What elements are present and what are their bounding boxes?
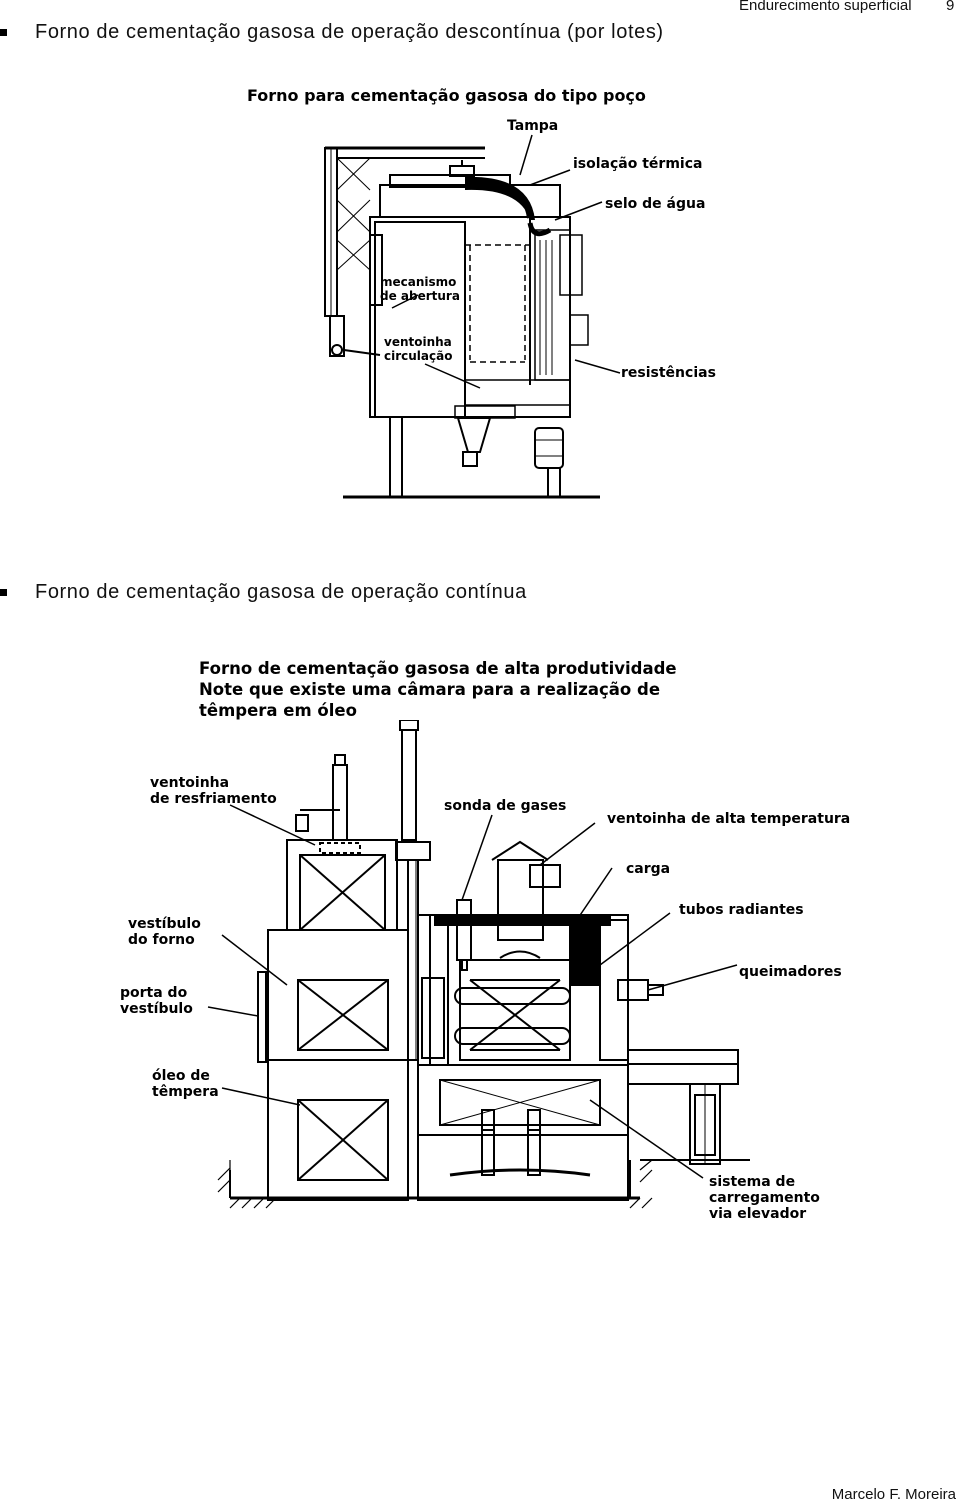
- footer-author: Marcelo F. Moreira: [831, 1486, 956, 1503]
- label-sonda-de-gases: sonda de gases: [444, 798, 567, 814]
- label-ventoinha-alta-temperatura: ventoinha de alta temperatura: [607, 811, 851, 827]
- label-sistema-2: carregamento: [709, 1190, 820, 1206]
- label-ventoinha-2: circulação: [384, 349, 453, 363]
- label-sistema-1: sistema de: [709, 1174, 796, 1190]
- label-vestibulo-2: do forno: [128, 932, 195, 948]
- continuous-furnace-diagram: [207, 720, 750, 1209]
- label-carga: carga: [626, 861, 671, 877]
- figure2-title-line3: têmpera em óleo: [199, 701, 357, 720]
- label-queimadores: queimadores: [739, 964, 842, 980]
- label-vestibulo-1: vestíbulo: [128, 916, 201, 932]
- section-heading-continuous: Forno de cementação gasosa de operação c…: [35, 581, 527, 603]
- figure1-title: Forno para cementação gasosa do tipo poç…: [247, 86, 646, 105]
- bullet-icon: [0, 589, 7, 596]
- label-selo-de-agua: selo de água: [605, 196, 706, 212]
- label-porta-1: porta do: [120, 985, 188, 1001]
- pit-furnace-diagram: [324, 134, 621, 499]
- label-oleo-1: óleo de: [152, 1068, 210, 1084]
- label-isolacao-termica: isolação térmica: [573, 156, 703, 172]
- label-oleo-2: têmpera: [152, 1084, 219, 1100]
- label-resistencias: resistências: [621, 365, 716, 381]
- label-ventoinha-1: ventoinha: [384, 335, 452, 349]
- label-mecanismo-1: mecanismo: [380, 275, 457, 289]
- figure2-title-line2: Note que existe uma câmara para a realiz…: [199, 680, 661, 699]
- label-mecanismo-2: de abertura: [380, 289, 460, 303]
- running-header-title: Endurecimento superficial: [739, 0, 912, 14]
- label-sistema-3: via elevador: [709, 1206, 807, 1222]
- label-ventoinha-resfriamento-2: de resfriamento: [150, 791, 277, 807]
- label-porta-2: vestíbulo: [120, 1001, 193, 1017]
- page-number: 9: [946, 0, 955, 14]
- label-tubos-radiantes: tubos radiantes: [679, 902, 804, 918]
- bullet-icon: [0, 29, 7, 36]
- section-heading-batch: Forno de cementação gasosa de operação d…: [35, 21, 664, 43]
- label-ventoinha-resfriamento-1: ventoinha: [150, 775, 230, 791]
- label-tampa: Tampa: [507, 118, 559, 134]
- figure2-title-line1: Forno de cementação gasosa de alta produ…: [199, 659, 677, 678]
